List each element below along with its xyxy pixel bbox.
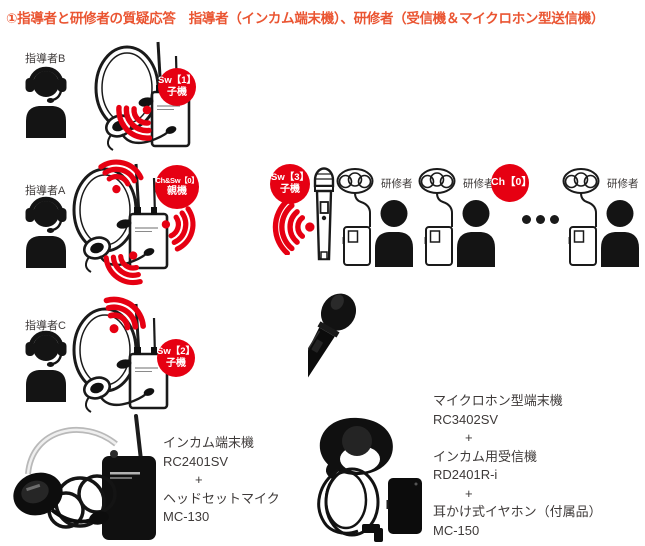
product-right-line-8: MC-150 xyxy=(433,522,480,538)
mic-badge-line2: 子機 xyxy=(280,183,300,195)
trainee-1-earphone-receiver-icon xyxy=(336,168,374,266)
product-right-line-1: マイクロホン型端末機 xyxy=(433,393,563,408)
mic-signal-waves-icon xyxy=(272,199,315,255)
instructor-c-badge-line2: 子機 xyxy=(166,357,186,369)
instructor-b-person-icon xyxy=(25,66,67,138)
trainee-unit-2 xyxy=(418,167,498,267)
trainee-2-earphone-receiver-icon xyxy=(418,168,456,266)
product-left-line-1: インカム端末機 xyxy=(163,435,255,450)
page-title: ①指導者と研修者の質疑応答 指導者（インカム端末機）、研修者（受信機＆マイクロホ… xyxy=(6,11,605,26)
instructor-b-label: 指導者B xyxy=(25,53,66,65)
mic-badge: Sw【3】 子機 xyxy=(270,164,310,204)
instructor-b-signal-waves-icon xyxy=(116,104,153,141)
instructor-a-signal-waves-bottom-icon xyxy=(103,251,143,286)
product-right-line-7: 耳かけ式イヤホン（付属品） xyxy=(433,504,602,519)
instructor-a-signal-waves-right-icon xyxy=(161,206,196,252)
instructor-a-badge-line1: Ch&Sw【0】 xyxy=(155,176,199,186)
instructor-a-badge-line2: 親機 xyxy=(167,185,187,197)
trainee-3-label: 研修者 xyxy=(607,178,639,190)
instructor-c-badge: Sw【2】 子機 xyxy=(157,339,195,377)
instructor-a-label: 指導者A xyxy=(25,185,66,197)
ellipsis-dots xyxy=(522,215,559,224)
product-right-line-4: インカム用受信機 xyxy=(433,448,538,464)
product-left-line-4: ヘッドセットマイク xyxy=(163,490,280,506)
product-left-plus: + xyxy=(195,472,203,487)
product-caption-right: マイクロホン型端末機 RC3402SV + インカム用受信機 RD2401R-i… xyxy=(433,392,602,540)
trainee-2-person-icon xyxy=(457,200,495,267)
instructor-c-badge-line1: Sw【2】 xyxy=(157,346,196,358)
trainee-3-earphone-receiver-icon xyxy=(562,168,600,266)
product-caption-left: インカム端末機 RC2401SV + ヘッドセットマイク MC-130 xyxy=(163,434,280,527)
trainee-1-person-icon xyxy=(375,200,413,267)
instructor-a-person-icon xyxy=(25,196,67,268)
trainee-3-person-icon xyxy=(601,200,639,267)
trainee-2-label: 研修者 xyxy=(463,178,495,190)
product-right-plus-2: + xyxy=(465,485,473,501)
trainee-1-label: 研修者 xyxy=(381,178,413,190)
instructor-b-badge: Sw【1】 子機 xyxy=(158,68,196,106)
product-left-line-5: MC-130 xyxy=(163,509,210,524)
instructor-a-badge: Ch&Sw【0】 親機 xyxy=(155,165,199,209)
instructor-a-signal-waves-top-icon xyxy=(98,159,144,194)
trainee-unit-1 xyxy=(336,167,416,267)
product-left-line-2: RC2401SV xyxy=(163,453,229,469)
product-right-plus-1: + xyxy=(465,430,473,445)
headset-product-photo xyxy=(13,414,156,540)
channel-badge-text: Ch【0】 xyxy=(491,176,532,189)
instructor-c-label: 指導者C xyxy=(25,320,66,332)
instructor-b-badge-line2: 子機 xyxy=(167,86,187,98)
handheld-mic-product-photo xyxy=(308,293,357,397)
earhook-receiver-product-photo xyxy=(317,417,422,542)
mic-badge-line1: Sw【3】 xyxy=(270,172,309,184)
product-right-line-2: RC3402SV xyxy=(433,411,499,427)
instructor-c-headset-beltpack-icon xyxy=(72,303,169,413)
product-right-line-5: RD2401R-i xyxy=(433,467,498,482)
channel-badge: Ch【0】 xyxy=(491,164,532,202)
instructor-c-person-icon xyxy=(25,330,67,402)
instructor-b-badge-line1: Sw【1】 xyxy=(158,75,197,87)
trainee-unit-3 xyxy=(562,167,642,267)
wireless-mic-icon xyxy=(313,167,335,261)
instructor-c-signal-waves-icon xyxy=(103,296,146,334)
